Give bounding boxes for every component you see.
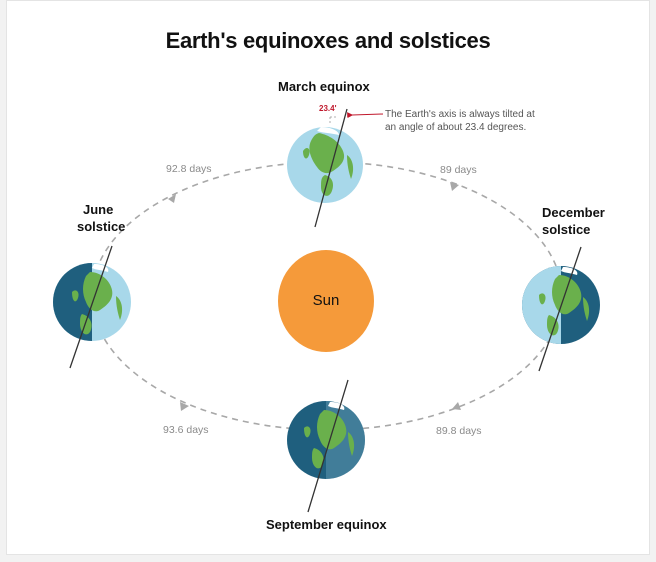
label-september-equinox: September equinox: [266, 517, 387, 532]
earth-december-solstice: [522, 246, 600, 372]
duration-top-right: 89 days: [440, 164, 477, 176]
earth-june-solstice: [53, 245, 131, 369]
orbit-arrow-top-left: [168, 194, 176, 203]
tilt-note-line-2: an angle of about 23.4 degrees.: [385, 122, 527, 133]
earth-axis: [538, 246, 582, 372]
sun-label: Sun: [312, 292, 340, 309]
sun: [278, 250, 374, 352]
duration-bottom-right: 89.8 days: [436, 425, 482, 437]
tilt-annotation: [329, 112, 384, 125]
tilt-pointer-arrow: [347, 112, 384, 119]
tilt-note-line-1: The Earth's axis is always tilted at: [385, 109, 535, 120]
duration-bottom-left: 93.6 days: [163, 424, 209, 436]
earth-september-equinox: [287, 379, 365, 513]
tilt-note: The Earth's axis is always tilted at an …: [385, 108, 535, 134]
earth-axis: [69, 245, 113, 369]
label-june: June: [83, 202, 114, 217]
tilt-angle-label: 23.4': [319, 104, 337, 113]
orbit-arrow-bottom-right: [452, 402, 461, 410]
label-december: December: [542, 205, 605, 220]
duration-top-left: 92.8 days: [166, 163, 212, 175]
label-solstice-right: solstice: [542, 222, 591, 237]
earth-axis: [314, 108, 348, 228]
orbit-arrow-bottom-left: [180, 402, 189, 411]
label-solstice-left: solstice: [77, 219, 126, 234]
label-june-solstice: June solstice: [77, 201, 125, 235]
label-march-equinox: March equinox: [278, 79, 370, 94]
diagram-title: Earth's equinoxes and solstices: [165, 28, 491, 53]
label-december-solstice: December solstice: [542, 204, 605, 238]
earth-axis: [307, 379, 349, 513]
orbit-arrow-top-right: [450, 182, 459, 191]
earth-march-equinox: [287, 108, 363, 228]
